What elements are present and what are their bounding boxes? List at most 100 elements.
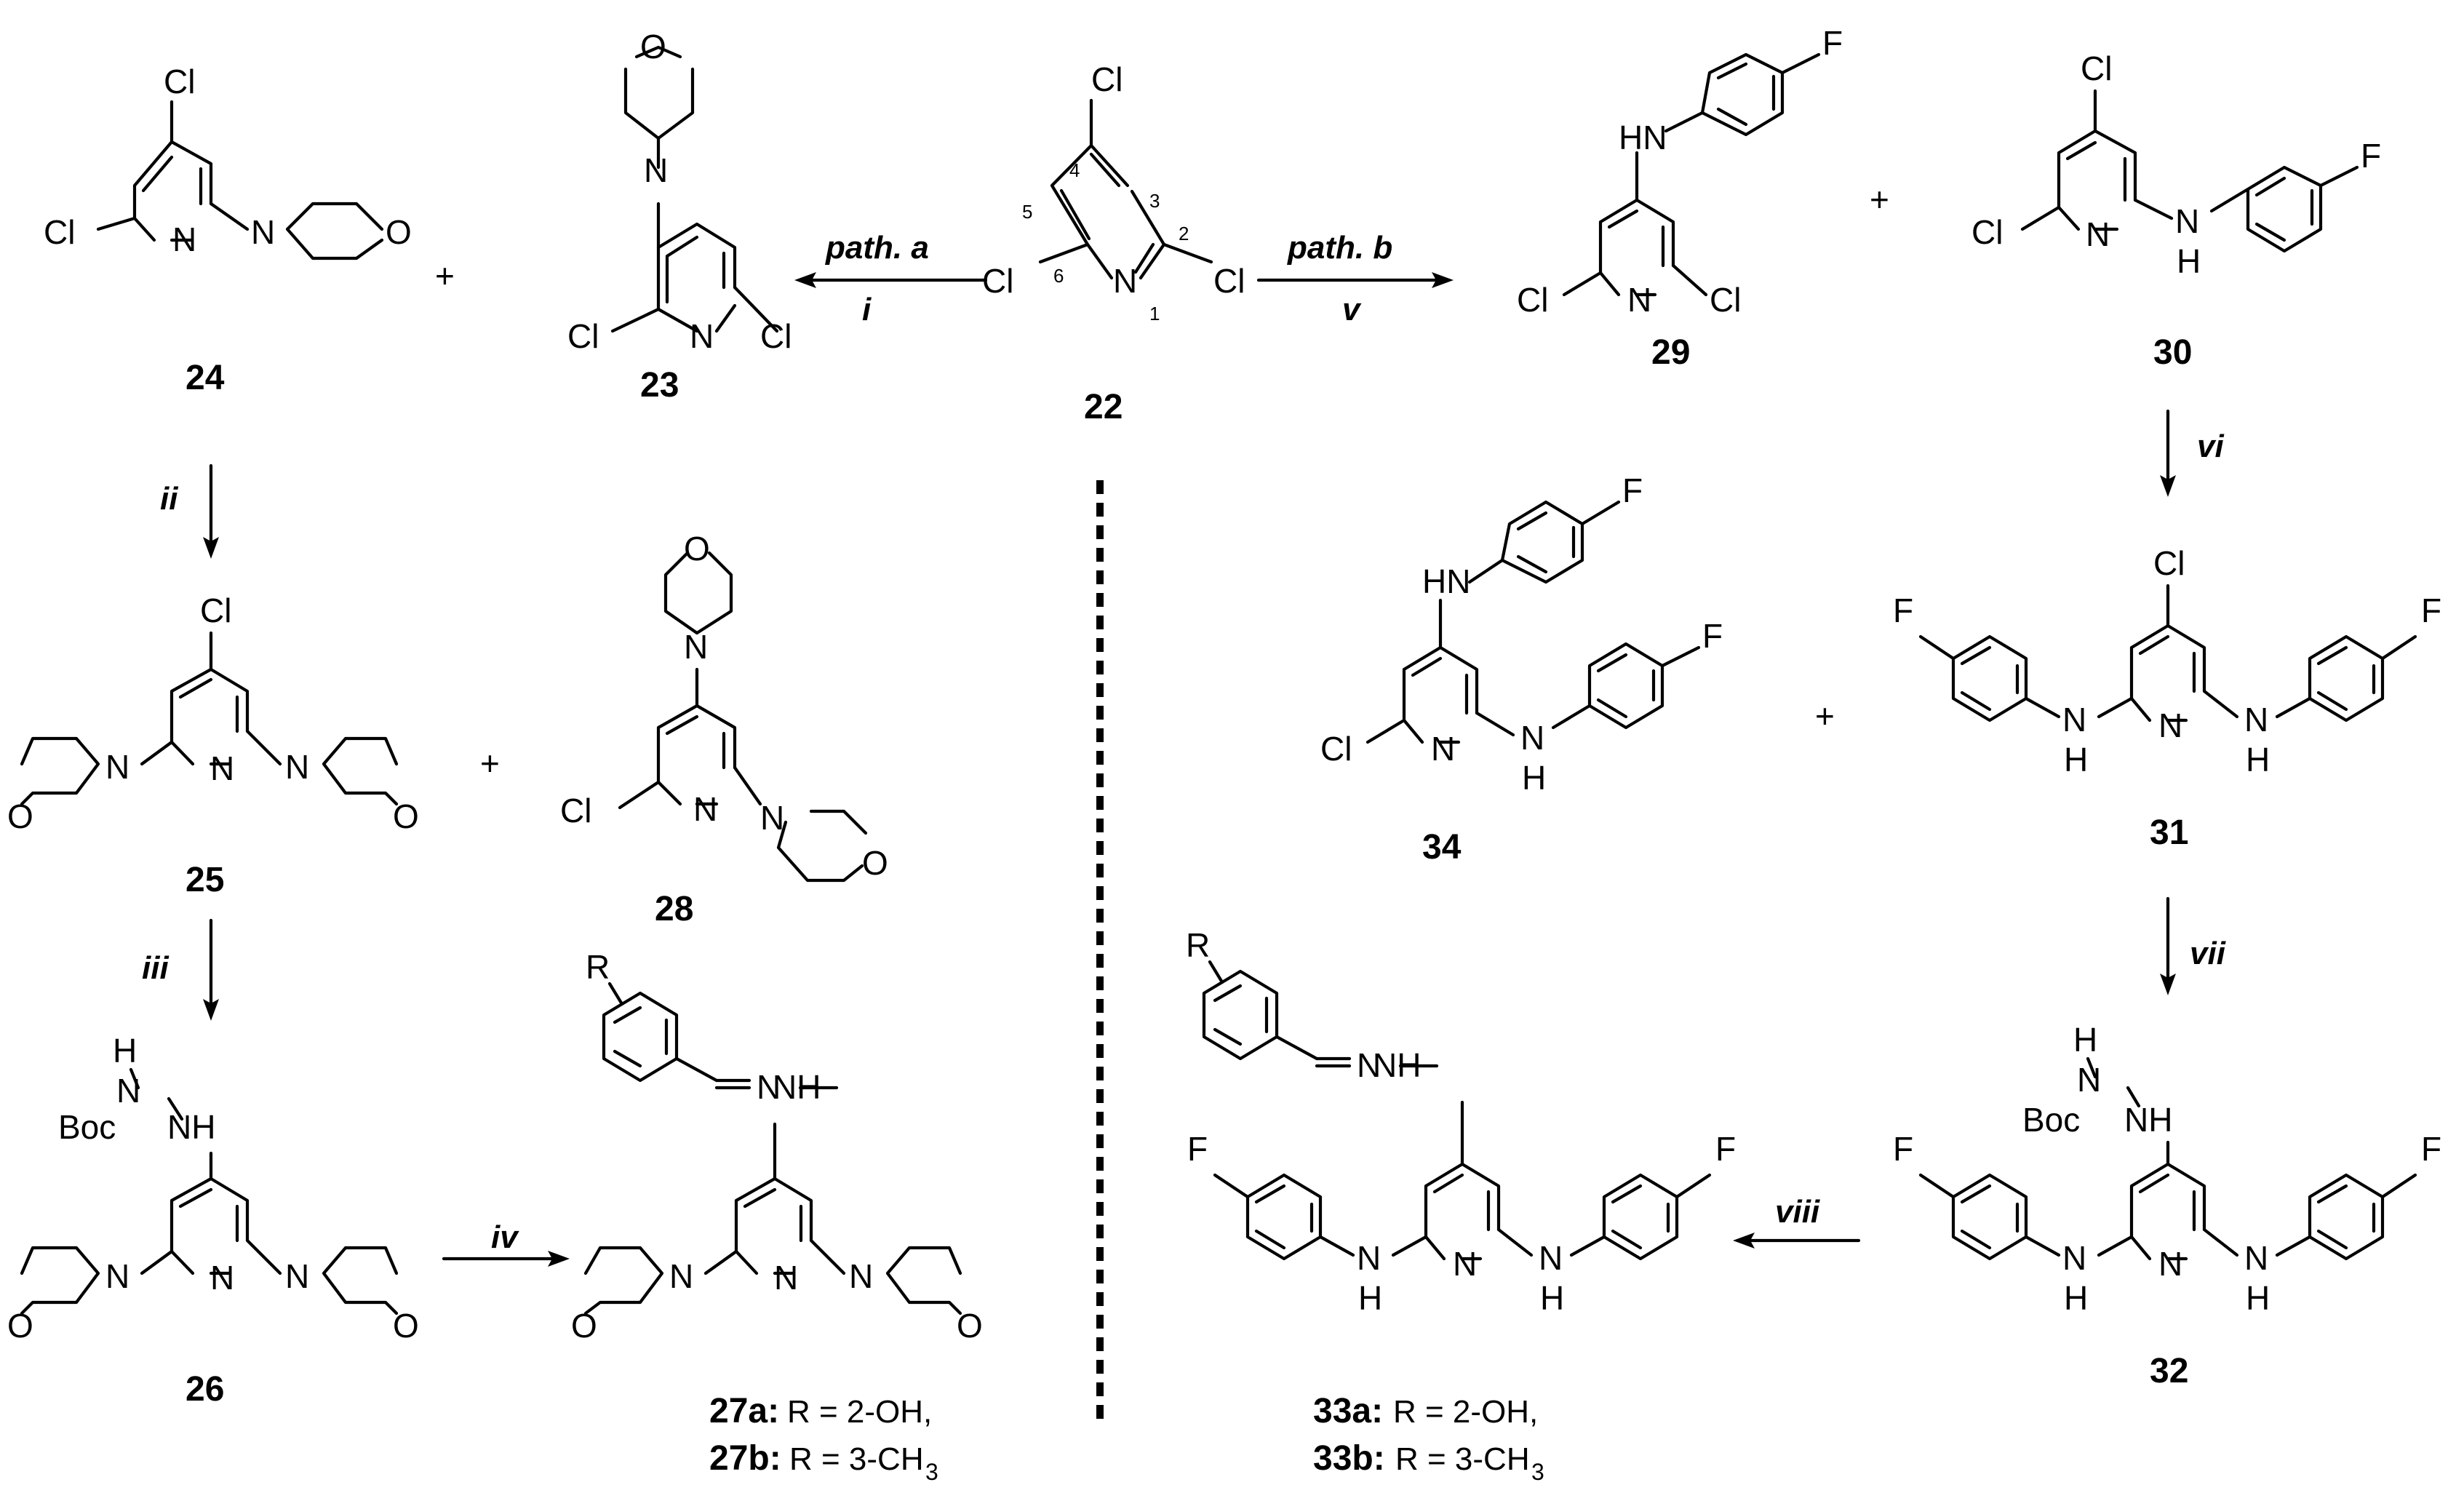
compound-25-structure: Cl N N N O O: [7, 592, 419, 835]
label-vi: vi: [2197, 429, 2224, 464]
atom-label: N: [1357, 1239, 1381, 1277]
plus-sign: +: [435, 257, 455, 295]
atom-label: H: [2177, 242, 2201, 280]
atom-label: HN: [1619, 119, 1667, 156]
substituent-label: R = 3-CH: [789, 1441, 924, 1477]
atom-label: Cl: [164, 63, 195, 100]
compound-number-28: 28: [655, 890, 693, 928]
atom-label: N: [116, 1072, 140, 1110]
ring-number: 1: [1149, 303, 1160, 325]
label-path-b: path. b: [1287, 230, 1392, 266]
label-vii: vii: [2190, 936, 2226, 971]
compound-number-27a: 27a:: [709, 1392, 779, 1430]
atom-label: N: [1431, 730, 1455, 768]
atom-label: H: [2246, 1279, 2270, 1317]
atom-label: F: [1822, 24, 1843, 62]
atom-label: Cl: [1320, 730, 1352, 768]
plus-signs: + + + +: [435, 180, 1889, 782]
atom-label: N: [2244, 701, 2268, 738]
ring-number: 3: [1149, 190, 1160, 212]
atom-label: N: [2062, 701, 2086, 738]
atom-label: Cl: [560, 792, 591, 829]
compound-number-22: 22: [1084, 388, 1123, 426]
atom-label: N: [1520, 719, 1544, 757]
atom-label: Cl: [2081, 49, 2112, 87]
atom-label: H: [113, 1032, 137, 1070]
compound-33-structure: R N NH F F N N H N H: [1186, 926, 1736, 1317]
atom-label: Cl: [44, 213, 75, 251]
atom-label: Cl: [1517, 281, 1548, 319]
atom-label: NH: [2124, 1101, 2172, 1139]
atom-label: N: [1453, 1245, 1477, 1283]
plus-sign: +: [1815, 697, 1835, 735]
atom-label: F: [1187, 1130, 1208, 1168]
atom-label: Cl: [1091, 60, 1123, 98]
atom-label: N: [1357, 1046, 1381, 1084]
compound-28-structure: N O Cl N N O: [560, 530, 888, 883]
label-i: i: [862, 292, 872, 327]
atom-label: O: [393, 1307, 419, 1345]
atom-label: Cl: [2153, 544, 2185, 582]
atom-label: N: [251, 213, 275, 251]
label-ii: ii: [160, 481, 178, 517]
compound-30-structure: Cl Cl N N H F: [1971, 49, 2381, 280]
compound-34-structure: HN F Cl N N H F: [1320, 471, 1723, 797]
ring-number: 5: [1022, 201, 1032, 223]
atom-label: N: [2158, 1245, 2182, 1283]
compound-number-32: 32: [2150, 1352, 2188, 1390]
atom-label: NH: [1373, 1046, 1421, 1084]
atom-label: H: [2246, 741, 2270, 779]
atom-label: Cl: [1710, 281, 1741, 319]
label-viii: viii: [1775, 1194, 1820, 1230]
atom-label: N: [684, 628, 708, 666]
atom-label: H: [1540, 1279, 1564, 1317]
atom-label: N: [757, 1068, 781, 1106]
atom-label: N: [2244, 1239, 2268, 1277]
plus-sign: +: [1870, 180, 1889, 218]
atom-label: F: [2421, 592, 2441, 629]
atom-label: Boc: [2022, 1101, 2080, 1139]
compound-27-caption: 27a: R = 2-OH, 27b: R = 3-CH 3: [709, 1392, 938, 1485]
atom-label: F: [1893, 1130, 1913, 1168]
subscript: 3: [1531, 1459, 1544, 1485]
atom-label: N: [1113, 262, 1137, 300]
label-v: v: [1342, 292, 1362, 327]
arrow-iv: [442, 1251, 570, 1267]
atom-label: N: [690, 317, 714, 355]
compound-23-structure: N O N Cl Cl: [567, 28, 792, 355]
atom-label: Cl: [1971, 213, 2003, 251]
compound-22-structure: N Cl Cl Cl 1 2 3 4 5 6: [982, 60, 1245, 325]
atom-label: Cl: [200, 592, 231, 629]
arrow-path-b: [1256, 272, 1454, 288]
substituent-label: R = 2-OH,: [1393, 1394, 1538, 1430]
atom-label: N: [693, 790, 717, 828]
atom-label: O: [571, 1307, 597, 1345]
atom-label: F: [1893, 592, 1913, 629]
atom-label: F: [2361, 137, 2381, 175]
compound-number-23: 23: [640, 366, 679, 405]
reagent-labels: path. a i path. b v ii iii iv vi vii vii…: [142, 230, 2226, 1255]
atom-label: N: [774, 1259, 798, 1297]
atom-label: N: [1539, 1239, 1563, 1277]
compound-31-structure: Cl F F N N H N H: [1893, 544, 2441, 779]
atom-label: R: [1186, 926, 1210, 964]
atom-label: H: [1522, 759, 1546, 797]
plus-sign: +: [480, 744, 500, 782]
atom-label: F: [1715, 1130, 1736, 1168]
atom-label: H: [2064, 741, 2088, 779]
atom-label: N: [2086, 215, 2110, 253]
label-iv: iv: [491, 1219, 519, 1255]
atom-label: N: [1627, 281, 1651, 319]
compound-number-24: 24: [186, 359, 225, 397]
compound-26-structure: H N NH Boc N N N O O: [7, 1032, 419, 1345]
atom-label: N: [285, 748, 309, 786]
atom-label: F: [1702, 617, 1723, 655]
compound-number-29: 29: [1651, 333, 1690, 372]
ring-number: 4: [1069, 159, 1080, 181]
compound-24-structure: Cl Cl N N O: [44, 63, 412, 260]
compound-number-25: 25: [186, 861, 224, 899]
atom-label: N: [644, 151, 668, 189]
compound-33-caption: 33a: R = 2-OH, 33b: R = 3-CH 3: [1313, 1392, 1544, 1485]
atom-label: H: [1358, 1279, 1382, 1317]
